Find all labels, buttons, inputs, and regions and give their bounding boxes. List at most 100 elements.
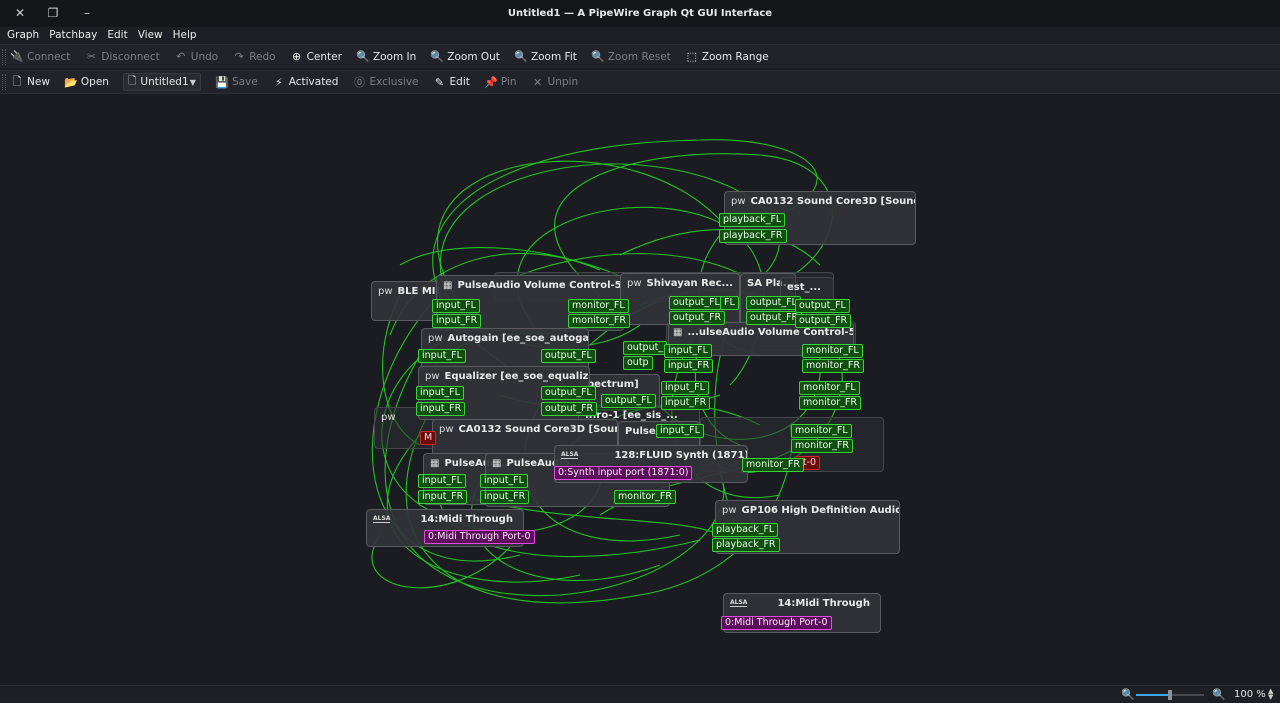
port-fl[interactable]: FL [720,296,739,310]
menu-edit[interactable]: Edit [107,29,128,41]
port-output[interactable]: outp [623,356,653,370]
port-output[interactable]: output_ [623,341,668,355]
redo-icon: ↷ [234,50,244,63]
port-output-fr[interactable]: output_FR [746,311,803,325]
port-input-fl[interactable]: input_FL [418,349,466,363]
menu-help[interactable]: Help [172,29,197,41]
app-icon: ▦ [492,457,502,469]
undo-icon: ↶ [176,50,186,63]
status-bar: 🔍 🔍 100 % ▲▼ [0,685,1280,703]
port-playback-fl[interactable]: playback_FL [712,523,779,537]
port-input-fl[interactable]: input_FL [656,424,704,438]
port-input-fl[interactable]: input_FL [416,386,464,400]
zoom-out-button[interactable]: 🔍Zoom Out [430,50,500,63]
port-input-fl[interactable]: input_FL [432,299,480,313]
zoom-out-icon[interactable]: 🔍 [1121,688,1135,701]
new-file-icon: 🗋 [12,74,22,88]
port-output-fr[interactable]: output_FR [541,402,598,416]
port-monitor-fl[interactable]: monitor_FL [799,381,860,395]
toolbar-grip[interactable] [2,48,6,65]
close-icon[interactable]: ✕ [14,6,26,20]
zoom-in-button[interactable]: 🔍Zoom In [356,50,417,63]
port-monitor-fr[interactable]: monitor_FR [802,359,864,373]
pipewire-icon: pw [378,285,393,297]
port-monitor-fr[interactable]: monitor_FR [791,439,853,453]
port-output-fl[interactable]: output_FL [541,349,596,363]
port-monitor-fl[interactable]: monitor_FL [802,344,863,358]
disconnect-button[interactable]: ✂Disconnect [84,50,160,64]
port-monitor-fr[interactable]: monitor_FR [568,314,630,328]
patchbay-toolbar: 🗋New 📂Open 🗋Untitled1▼ 💾Save ⚡Activated … [0,70,1280,94]
port-monitor-fr[interactable]: monitor_FR [742,458,804,472]
zoom-slider[interactable] [1136,690,1204,700]
pipewire-icon: pw [439,423,454,435]
port-playback-fr[interactable]: playback_FR [719,229,787,243]
port-monitor-fl[interactable]: monitor_FL [568,299,629,313]
port-playback-fl[interactable]: playback_FL [719,213,786,227]
activated-button[interactable]: ⚡Activated [272,75,339,89]
save-button[interactable]: 💾Save [215,75,258,89]
port-output-fr[interactable]: output_FR [795,314,852,328]
wire [371,304,521,562]
zoom-reset-button[interactable]: 🔍Zoom Reset [591,50,671,63]
app-icon: ▦ [430,457,440,469]
wire [436,160,721,306]
wire [554,153,833,296]
connect-button[interactable]: 🔌Connect [10,50,71,63]
zoom-fit-button[interactable]: 🔍Zoom Fit [514,50,577,63]
zoom-slider-handle[interactable] [1168,690,1172,700]
pin-icon: 📌 [484,75,498,89]
port-output-fl[interactable]: output_FL [541,386,596,400]
zoom-spin-icon[interactable]: ▲▼ [1268,687,1274,701]
port-input-fr[interactable]: input_FR [480,490,530,504]
port-output-fl[interactable]: output_FL [601,394,656,408]
patchbay-select[interactable]: 🗋Untitled1▼ [122,73,201,91]
port-monitor-fr[interactable]: monitor_FR [614,490,676,504]
port-input-fr[interactable]: input_FR [661,396,711,410]
port-input-fr[interactable]: input_FR [418,490,468,504]
pipewire-icon: pw [425,370,440,382]
port-playback-fr[interactable]: playback_FR [712,538,780,552]
wire [386,434,581,583]
port-output-fr[interactable]: output_FR [669,311,726,325]
port-input-fl[interactable]: input_FL [661,381,709,395]
port-midi-through[interactable]: 0:Midi Through Port-0 [424,530,535,544]
zoom-range-button[interactable]: ⬚Zoom Range [686,50,769,63]
pin-button[interactable]: 📌Pin [484,75,517,89]
port-monitor-fl[interactable]: monitor_FL [791,424,852,438]
graph-toolbar: 🔌Connect ✂Disconnect ↶Undo ↷Redo ⊕Center… [0,44,1280,68]
center-button[interactable]: ⊕Center [290,50,342,64]
wire [384,354,725,597]
zoom-fit-icon: 🔍 [514,50,528,63]
open-button[interactable]: 📂Open [64,75,109,89]
redo-button[interactable]: ↷Redo [232,50,276,64]
port-midi[interactable]: M [420,431,437,445]
menu-patchbay[interactable]: Patchbay [49,29,98,41]
minimize-icon[interactable]: – [84,6,90,20]
edit-button[interactable]: ✎Edit [433,75,470,89]
zoom-value[interactable]: 100 % [1234,689,1266,700]
restore-icon[interactable]: ❐ [47,6,59,20]
menu-graph[interactable]: Graph [7,29,40,41]
port-input-fr[interactable]: input_FR [432,314,482,328]
port-synth-input[interactable]: 0:Synth input port (1871:0) [554,466,693,480]
menu-view[interactable]: View [137,29,163,41]
port-monitor-fr[interactable]: monitor_FR [799,396,861,410]
port-output-fl[interactable]: output_FL [669,296,724,310]
port-output-fl[interactable]: output_FL [795,299,850,313]
toolbar-grip[interactable] [2,74,6,90]
unpin-button[interactable]: ✕Unpin [531,75,578,89]
port-midi-through[interactable]: 0:Midi Through Port-0 [721,616,832,630]
port-output-fl[interactable]: output_FL [746,296,801,310]
undo-button[interactable]: ↶Undo [174,50,218,64]
zoom-in-icon[interactable]: 🔍 [1212,688,1226,701]
port-input-fr[interactable]: input_FR [416,402,466,416]
new-button[interactable]: 🗋New [10,75,50,89]
port-input-fl[interactable]: input_FL [418,474,466,488]
port-input-fr[interactable]: input_FR [664,359,714,373]
port-input-fl[interactable]: input_FL [664,344,712,358]
port-input-fl[interactable]: input_FL [480,474,528,488]
